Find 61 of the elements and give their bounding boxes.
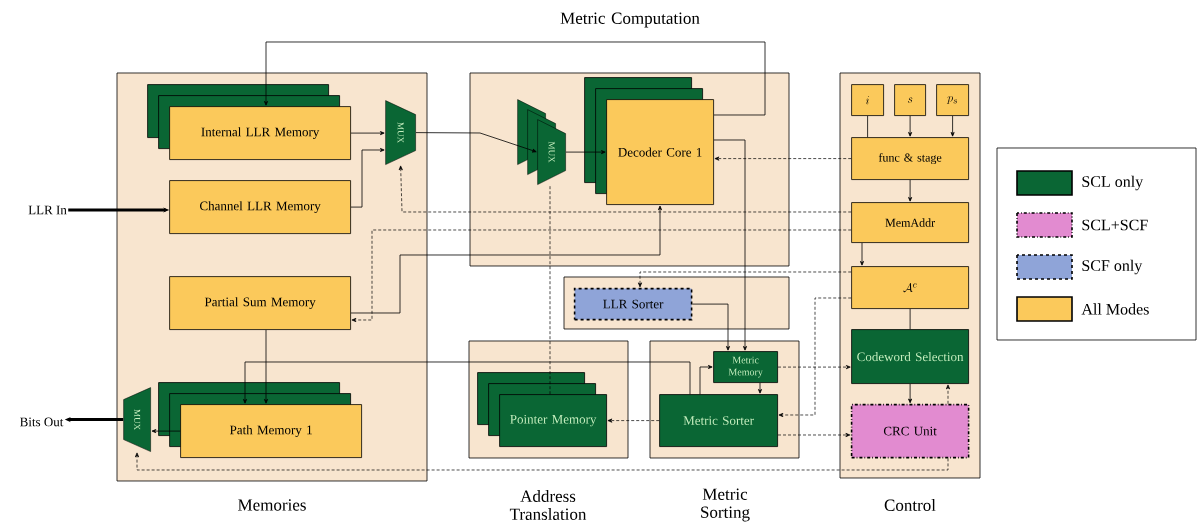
module-box: $\mathcal{A}^c$	[851, 266, 969, 309]
module-box: $i$	[851, 84, 884, 116]
module-box: LLR Sorter	[573, 287, 693, 321]
module-box: Internal LLR Memory	[147, 84, 351, 160]
arrow	[908, 115, 913, 137]
module-box: Partial Sum Memory	[169, 276, 351, 330]
arrow	[777, 432, 851, 438]
connector	[909, 308, 911, 330]
arrow	[350, 205, 662, 314]
arrow	[713, 139, 747, 351]
module-box: Codeword Selection	[851, 329, 969, 384]
arrow	[264, 329, 268, 404]
legend-label: All Modes	[1081, 303, 1149, 315]
arrow	[778, 297, 852, 418]
arrow	[350, 131, 385, 136]
arrow	[945, 384, 951, 405]
node-label: MUX	[548, 141, 555, 163]
module-box: CRC Unit	[850, 403, 970, 459]
node-label: Control	[884, 499, 936, 511]
node-label: Metric Computation	[560, 12, 700, 28]
node-label: Address Translation	[509, 490, 587, 520]
node-label: Memories	[238, 499, 306, 511]
arrow	[264, 41, 766, 116]
module-box: Metric Sorter	[659, 394, 778, 447]
module-box: func & stage	[851, 137, 969, 180]
module-box: Metric Memory	[713, 351, 778, 383]
arrow	[351, 229, 852, 323]
module-box: $p_s$	[936, 84, 969, 116]
io-label: LLR In	[28, 205, 67, 215]
arrow	[908, 179, 913, 202]
io-label: Bits Out	[20, 417, 64, 427]
arrow	[908, 383, 913, 404]
module-box: $s$	[894, 84, 926, 116]
arrow	[151, 429, 181, 434]
connector	[867, 115, 868, 138]
arrow	[950, 115, 955, 137]
node-label: Metric Sorting	[701, 488, 750, 522]
module-box: Channel LLR Memory	[169, 180, 351, 234]
arrow	[398, 165, 852, 213]
arrow	[637, 271, 852, 288]
arrow	[714, 156, 852, 161]
arrow	[607, 418, 660, 423]
arrow	[699, 365, 713, 395]
connector	[549, 184, 551, 395]
legend-label: SCL+SCF	[1082, 219, 1148, 231]
arrow	[860, 242, 864, 266]
arrow	[134, 452, 949, 471]
arrow	[692, 303, 730, 351]
arrow	[415, 132, 537, 153]
mux-stack-drawing: MUX	[517, 99, 566, 185]
module-box: MemAddr	[851, 202, 969, 243]
module-box: Decoder Core 1	[584, 77, 714, 205]
module-box: Pointer Memory	[477, 372, 607, 447]
module-box: Path Memory 1	[158, 382, 362, 458]
arrow	[565, 150, 606, 155]
legend-label: SCL only	[1082, 175, 1144, 191]
arrow	[777, 365, 851, 370]
legend-label: SCF only	[1082, 259, 1143, 275]
arrow	[350, 148, 385, 208]
arrow	[243, 361, 691, 404]
arrow	[758, 382, 762, 394]
